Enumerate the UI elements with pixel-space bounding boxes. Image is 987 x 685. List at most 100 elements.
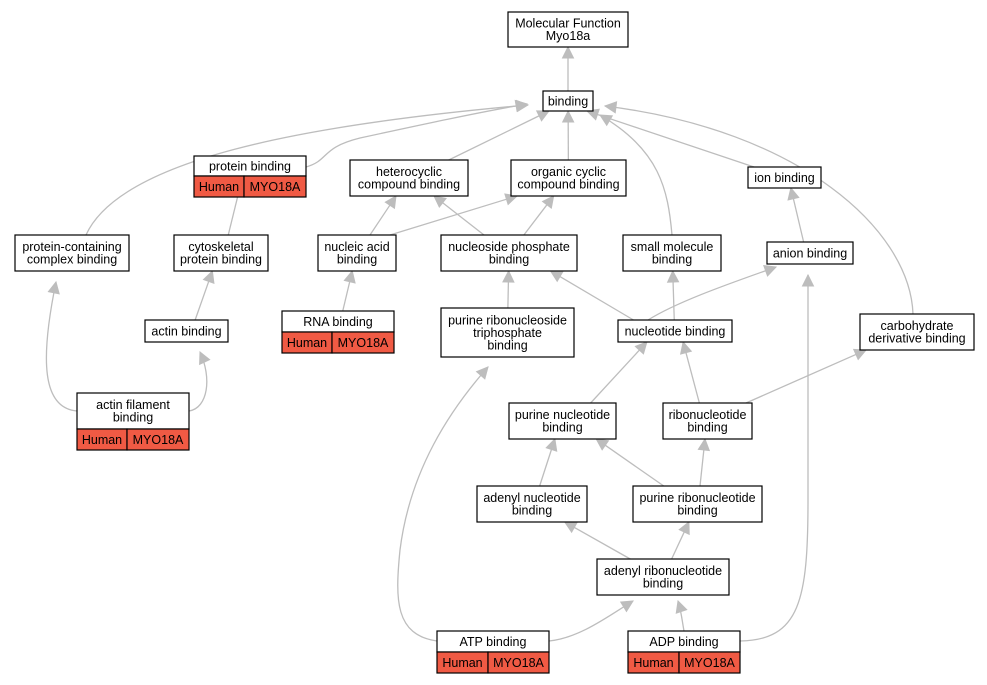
node-label-line: cytoskeletal (188, 240, 253, 254)
edge-nab-to-occb (389, 193, 519, 236)
node-box (144, 319, 229, 343)
annotation-species: Human (82, 433, 122, 447)
node-label-line: ADP binding (649, 635, 718, 649)
node-label-line: complex binding (27, 253, 117, 267)
node-box (766, 241, 854, 265)
annotation-cell (331, 331, 395, 354)
node-label-line: binding (687, 421, 727, 435)
edge-rnab-to-nab (342, 269, 356, 312)
node-box (510, 159, 627, 197)
annotation-cell (126, 428, 190, 451)
annotation-cell (243, 175, 307, 198)
node-label-line: adenyl ribonucleotide (604, 564, 722, 578)
node-label-line: binding (512, 504, 552, 518)
annotation-species: Human (633, 656, 673, 670)
node-label-line: binding (643, 577, 683, 591)
edge-afb-to-actb (188, 350, 211, 412)
node-label-line: binding (113, 411, 153, 425)
node-box (173, 234, 269, 272)
node-actb[interactable]: actin binding (144, 319, 229, 343)
annotation-gene: MYO18A (684, 656, 735, 670)
node-ionb[interactable]: ion binding (747, 166, 822, 189)
node-label-line: ribonucleotide (669, 408, 747, 422)
node-label-line: purine nucleotide (515, 408, 610, 422)
annotation-gene: MYO18A (338, 336, 389, 350)
node-box (747, 166, 822, 189)
node-box (440, 234, 578, 272)
node-anb[interactable]: anion binding (766, 241, 854, 265)
node-label-line: nucleic acid (324, 240, 389, 254)
node-label-line: compound binding (517, 178, 619, 192)
edge-actb-to-cpb (194, 269, 215, 321)
annotation-gene: MYO18A (133, 433, 184, 447)
edge-hcb-to-bind (448, 110, 551, 161)
node-label-line: binding (337, 253, 377, 267)
node-bind[interactable]: binding (542, 90, 594, 112)
node-box (317, 234, 397, 272)
node-box (622, 234, 722, 272)
node-box (349, 159, 469, 197)
edge-prnb-to-rnb (697, 437, 711, 487)
node-ntb[interactable]: nucleotide binding (617, 319, 733, 343)
node-label-line: binding (652, 253, 692, 267)
node-label-line: ATP binding (460, 635, 527, 649)
annotation-species: Human (442, 656, 482, 670)
node-label-line: binding (548, 94, 588, 108)
node-label-line: Myo18a (546, 29, 591, 43)
annotation-gene: MYO18A (493, 656, 544, 670)
node-box (662, 402, 753, 440)
edge-layer (45, 45, 914, 642)
edge-ntb-to-smb (666, 269, 680, 321)
node-label-line: ion binding (754, 171, 815, 185)
annotation-cell (678, 651, 741, 674)
edge-bind-to-mf (561, 45, 575, 91)
edge-smb-to-bind (599, 114, 673, 236)
edge-arnb-to-prnb (671, 520, 690, 560)
node-label-line: adenyl nucleotide (483, 491, 580, 505)
edge-anb-to-ionb (787, 186, 805, 243)
node-label-line: RNA binding (303, 315, 373, 329)
node-label-line: small molecule (631, 240, 714, 254)
edge-npb-to-occb (523, 195, 555, 236)
edge-adpb-to-anb (739, 273, 815, 642)
node-label-line: protein binding (180, 253, 262, 267)
node-label-line: binding (677, 504, 717, 518)
node-label-line: actin binding (151, 324, 221, 338)
node-label-line: anion binding (773, 246, 847, 260)
edge-pb-to-bind (305, 99, 529, 168)
node-label-line: purine ribonucleotide (639, 491, 755, 505)
edge-nab-to-hcb (369, 195, 397, 236)
node-label-line: actin filament (96, 398, 170, 412)
node-box (440, 307, 575, 358)
edge-cdb-to-bind (603, 101, 914, 315)
node-box (596, 558, 730, 596)
node-label-line: triphosphate (473, 326, 542, 340)
edge-afb-to-pccb (45, 280, 78, 412)
node-label-line: carbohydrate (881, 319, 954, 333)
edge-atpb-to-prtb (397, 366, 489, 642)
node-label-line: purine ribonucleoside (448, 313, 567, 327)
annotation-species: Human (199, 180, 239, 194)
edge-arnb-to-anlb (563, 521, 631, 560)
